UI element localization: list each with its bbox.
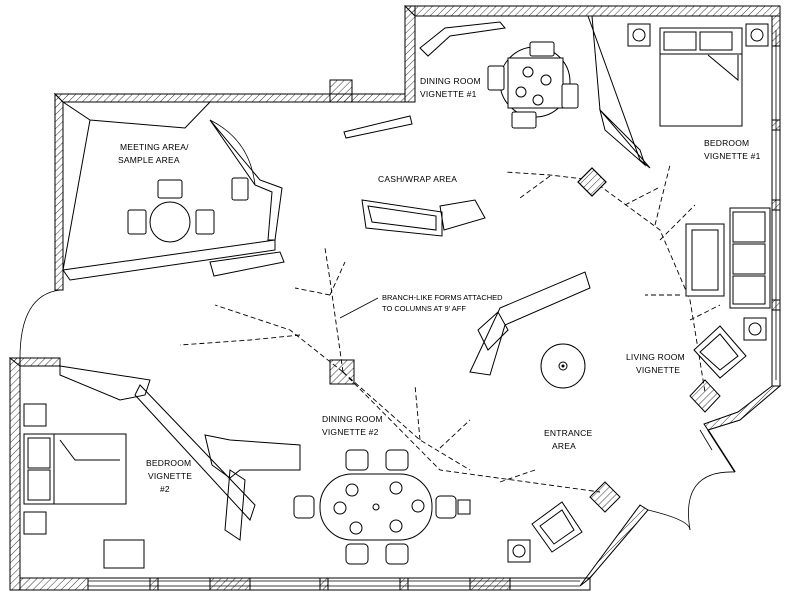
label-entrance-line1: ENTRANCE xyxy=(544,428,592,438)
living-room-furniture xyxy=(685,207,771,379)
partitions xyxy=(19,15,736,541)
label-meeting-area-line2: SAMPLE AREA xyxy=(118,155,180,165)
label-dining-room-1-line2: VIGNETTE #1 xyxy=(420,89,477,99)
label-living-room-line2: VIGNETTE xyxy=(636,365,680,375)
meeting-table xyxy=(127,177,249,243)
bed-1 xyxy=(627,23,769,127)
label-branch-note-line1: BRANCH-LIKE FORMS ATTACHED xyxy=(382,293,503,302)
dining-table-2 xyxy=(293,449,471,565)
label-bedroom-1-line1: BEDROOM xyxy=(704,138,749,148)
label-meeting-area-line1: MEETING AREA/ xyxy=(120,142,189,152)
label-dining-room-2-line1: DINING ROOM xyxy=(322,414,383,424)
label-bedroom-2-line3: #2 xyxy=(160,484,170,494)
label-bedroom-2-line2: VIGNETTE xyxy=(148,471,192,481)
label-dining-room-2-line2: VIGNETTE #2 xyxy=(322,427,379,437)
entrance-furniture xyxy=(507,501,583,563)
label-bedroom-1-line2: VIGNETTE #1 xyxy=(704,151,761,161)
center-display xyxy=(469,271,591,389)
cash-wrap-counter xyxy=(209,21,506,277)
label-entrance-line2: AREA xyxy=(552,441,576,451)
label-branch-note-line2: TO COLUMNS AT 9' AFF xyxy=(382,304,466,313)
branch-forms xyxy=(179,164,721,493)
columns xyxy=(329,167,721,513)
exterior-walls xyxy=(8,5,782,591)
label-living-room-line1: LIVING ROOM xyxy=(626,352,685,362)
label-bedroom-2-line1: BEDROOM xyxy=(146,458,191,468)
label-dining-room-1-line1: DINING ROOM xyxy=(420,76,481,86)
label-cash-wrap: CASH/WRAP AREA xyxy=(378,174,457,184)
room-labels: DINING ROOM VIGNETTE #1 MEETING AREA/ SA… xyxy=(118,76,761,494)
dining-table-1 xyxy=(487,41,579,129)
bed-2 xyxy=(23,403,145,569)
